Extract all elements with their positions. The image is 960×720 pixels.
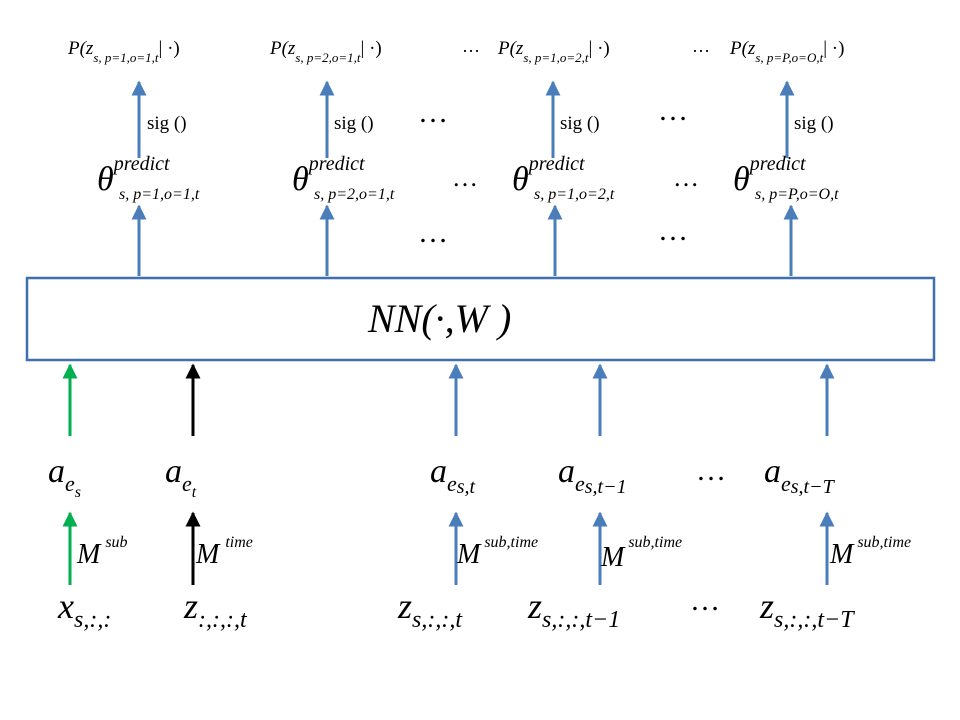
theta-label-2: θpredict	[292, 153, 365, 198]
theta-sub-2: s, p=2,o=1,t	[314, 186, 395, 203]
sigmoid-label-4: sig ()	[794, 113, 834, 134]
ellipsis-top-1: …	[462, 36, 480, 56]
sigmoid-label-1: sig ()	[147, 113, 187, 134]
prob-label-2: P(zs, p=2,o=1,t| ·)	[269, 38, 382, 65]
embedding-label-5: aes,t−T	[764, 453, 836, 498]
embedding-label-4: aes,t−1	[558, 453, 627, 498]
ellipsis-theta-2: …	[673, 163, 699, 192]
ellipsis-theta-1: …	[452, 163, 478, 192]
embedding-label-1: aes	[48, 453, 81, 501]
ellipsis-sig-2: …	[658, 94, 688, 127]
theta-label-3: θpredict	[512, 153, 585, 198]
ellipsis-sig-1: …	[418, 96, 448, 129]
theta-label-4: θpredict	[733, 153, 806, 198]
nn-label: NN(·,W )	[367, 296, 511, 341]
prob-label-3: P(zs, p=1,o=2,t| ·)	[497, 38, 610, 65]
embedding-label-2: aet	[165, 453, 197, 501]
prob-label-4: P(zs, p=P,o=O,t| ·)	[729, 38, 844, 65]
input-label-1: xs,:,:	[57, 586, 111, 633]
theta-sub-3: s, p=1,o=2,t	[534, 186, 615, 203]
theta-sub-4: s, p=P,o=O,t	[755, 186, 839, 203]
input-label-5: zs,:,:,t−T	[759, 586, 855, 633]
input-label-4: zs,:,:,t−1	[527, 586, 620, 633]
prob-label-1: P(zs, p=1,o=1,t| ·)	[67, 38, 180, 65]
sigmoid-label-3: sig ()	[560, 113, 600, 134]
theta-label-1: θpredict	[97, 153, 170, 198]
nn-box	[25, 276, 936, 362]
ellipsis-nn-1: …	[418, 216, 448, 249]
ellipsis-top-2: …	[692, 36, 710, 56]
input-label-2: z:,:,:,t	[183, 586, 248, 633]
ellipsis-nn-2: …	[658, 214, 688, 247]
theta-sub-1: s, p=1,o=1,t	[119, 186, 200, 203]
input-label-3: zs,:,:,t	[397, 586, 463, 633]
ellipsis-input: …	[690, 584, 720, 617]
ellipsis-embedding: …	[696, 454, 726, 487]
embedding-label-3: aes,t	[430, 453, 476, 498]
sigmoid-label-2: sig ()	[334, 113, 374, 134]
